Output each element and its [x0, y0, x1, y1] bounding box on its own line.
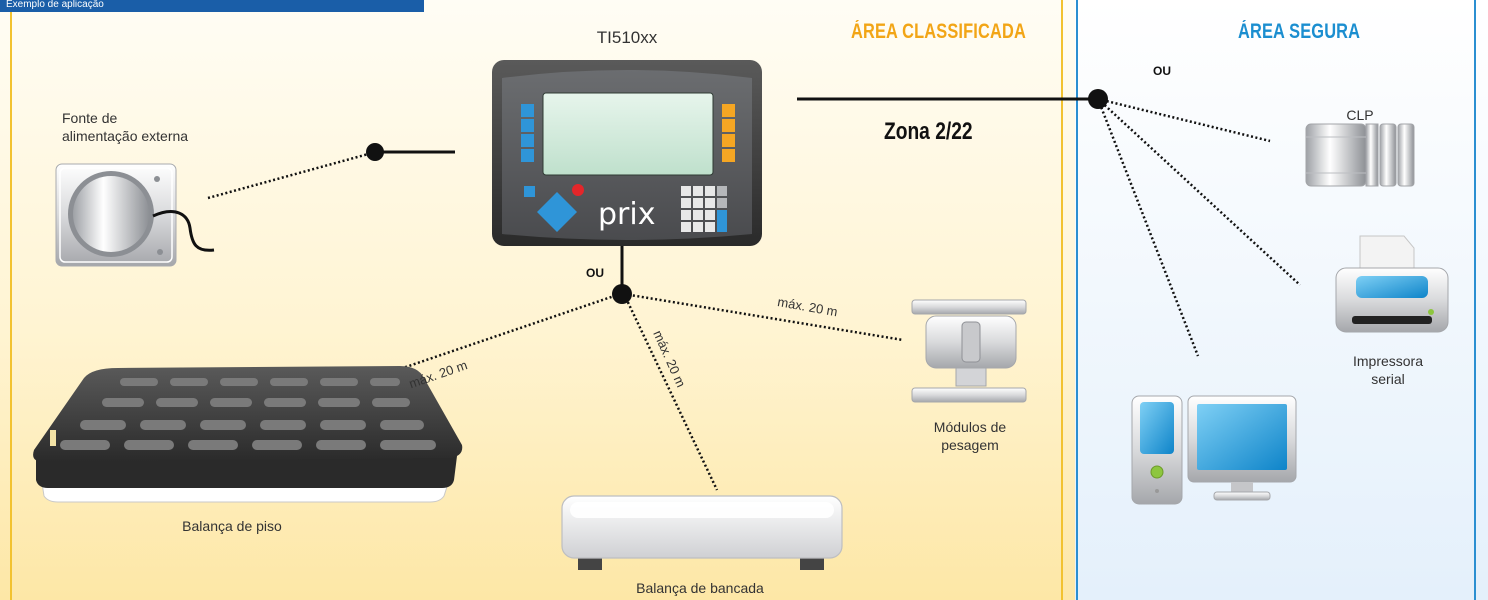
scales-junction-dot — [612, 284, 632, 304]
plc-icon — [1305, 123, 1415, 187]
printer-label-line-2: serial — [1371, 371, 1405, 387]
dotted-modules-link — [623, 292, 904, 342]
power-supply-label-line-1: Fonte de — [62, 110, 118, 126]
floor-scale-icon — [33, 366, 463, 503]
dotted-printer-link — [1097, 98, 1301, 286]
dotted-power-link — [207, 151, 373, 200]
power-supply-label: Fonte de alimentação externa — [62, 109, 188, 145]
power-supply-icon — [55, 163, 215, 267]
printer-label: Impressora serial — [1353, 352, 1423, 388]
indicator-name: TI510xx — [596, 28, 658, 47]
desktop-computer-icon — [1131, 395, 1297, 505]
classified-area-title: ÁREA CLASSIFICADA — [851, 20, 1026, 43]
or-label-safe-area: OU — [1153, 64, 1171, 78]
printer-label-line-1: Impressora — [1352, 353, 1424, 369]
zone-label: Zona 2/22 — [884, 118, 973, 145]
dotted-floor-scale-link — [396, 292, 621, 372]
dotted-bench-scale-link — [622, 293, 719, 491]
printer-icon — [1335, 235, 1449, 333]
weighing-modules-label-line-2: pesagem — [941, 437, 999, 453]
weighing-module-icon — [911, 299, 1027, 403]
bench-scale-label: Balança de bancada — [636, 580, 764, 596]
weighing-modules-label: Módulos de pesagem — [934, 418, 1006, 454]
weighing-modules-label-line-1: Módulos de — [933, 419, 1007, 435]
header-tab: Exemplo de aplicação — [0, 0, 424, 12]
power-junction-dot — [366, 143, 384, 161]
header-tab-text: Exemplo de aplicação — [6, 0, 104, 10]
bench-scale-icon — [561, 495, 843, 570]
or-label-scales: OU — [586, 266, 604, 280]
safe-area-title: ÁREA SEGURA — [1238, 20, 1361, 43]
dotted-computer-link — [1096, 98, 1200, 357]
plc-label: CLP — [1346, 107, 1374, 123]
indicator-brand: prix — [598, 197, 655, 232]
indicator-device-icon: prix — [492, 60, 762, 246]
safe-area-junction-dot — [1088, 89, 1108, 109]
floor-scale-label: Balança de piso — [182, 518, 282, 534]
power-supply-label-line-2: alimentação externa — [62, 128, 189, 144]
